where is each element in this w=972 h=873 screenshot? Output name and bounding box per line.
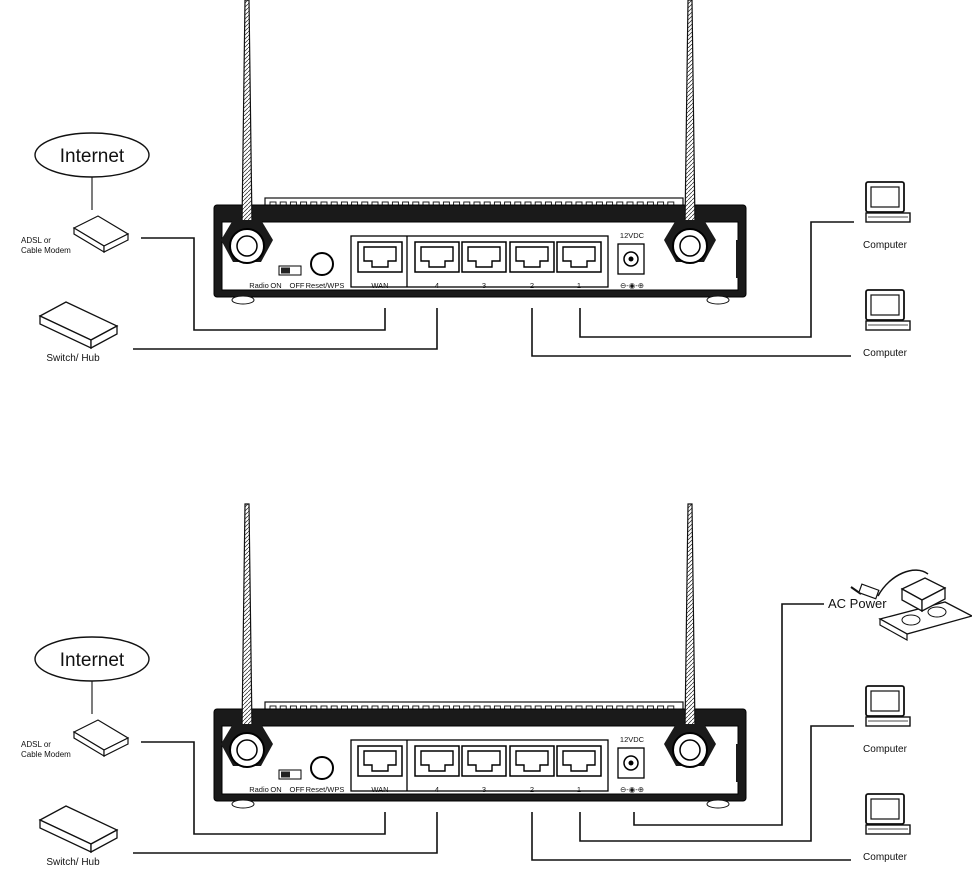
port-label-2: 2 [530, 281, 534, 290]
keyboard [866, 213, 910, 222]
keyboard [866, 717, 910, 726]
router-side-nub [736, 744, 744, 782]
power-rating-label: 12VDC [620, 735, 645, 744]
port-label-4: 4 [435, 281, 439, 290]
port-label-4: 4 [435, 785, 439, 794]
port-label-3: 3 [482, 785, 486, 794]
switch-hub-label: Switch/ Hub [46, 857, 100, 868]
radio-on-label: ON [270, 785, 281, 794]
ethernet-port-2 [510, 746, 554, 776]
radio-on-label: ON [270, 281, 281, 290]
radio-off-label: OFF [290, 785, 305, 794]
port-label-wan: WAN [371, 281, 388, 290]
outlet-socket [928, 607, 946, 617]
modem-label-line2: Cable Modem [21, 750, 71, 759]
ethernet-port-1 [557, 746, 601, 776]
screen [871, 295, 899, 315]
antenna-left [242, 0, 252, 225]
port-label-3: 3 [482, 281, 486, 290]
antenna-mount-inner-left [237, 236, 257, 256]
router-foot [707, 296, 729, 304]
antenna-mount-inner-left [237, 740, 257, 760]
ethernet-port-2 [510, 242, 554, 272]
antenna-right [685, 504, 695, 729]
ethernet-port-wan [358, 242, 402, 272]
outlet-socket [902, 615, 920, 625]
computer-icon-1: Computer [863, 686, 910, 755]
power-rating-label: 12VDC [620, 231, 645, 240]
ethernet-port-1 [557, 242, 601, 272]
cable-switch-to-port-4 [133, 812, 437, 853]
reset-wps-button [311, 253, 333, 275]
modem-label-line1: ADSL or [21, 236, 51, 245]
port-label-wan: WAN [371, 785, 388, 794]
ethernet-port-3 [462, 746, 506, 776]
reset-wps-label: Reset/WPS [306, 281, 345, 290]
cable-switch-to-port-4 [133, 308, 437, 349]
polarity-symbol: ⊖-◉-⊕ [620, 785, 644, 794]
computer-label-2: Computer [863, 852, 908, 863]
port-label-1: 1 [577, 785, 581, 794]
router-foot [707, 800, 729, 808]
power-jack-pin [629, 257, 634, 262]
computer-label-2: Computer [863, 348, 908, 359]
router: RadioON OFFReset/WPS WAN 4 3 2 1 12VDC ⊖-◉-⊕ [214, 504, 746, 808]
antenna-left [242, 504, 252, 729]
keyboard [866, 321, 910, 330]
radio-switch-knob [281, 268, 290, 274]
keyboard [866, 825, 910, 834]
computer-icon-2: Computer [863, 290, 910, 359]
ethernet-port-wan [358, 746, 402, 776]
port-label-2: 2 [530, 785, 534, 794]
computer-icon-1: Computer [863, 182, 910, 251]
antenna-mount-inner-right [680, 236, 700, 256]
screen [871, 187, 899, 207]
computer-label-1: Computer [863, 744, 908, 755]
reset-wps-label: Reset/WPS [306, 785, 345, 794]
antenna-right [685, 0, 695, 225]
screen [871, 799, 899, 819]
internet-label: Internet [60, 650, 125, 671]
computer-label-1: Computer [863, 240, 908, 251]
radio-label: Radio [249, 281, 269, 290]
modem-label-line2: Cable Modem [21, 246, 71, 255]
polarity-symbol: ⊖-◉-⊕ [620, 281, 644, 290]
computer-icon-2: Computer [863, 794, 910, 863]
router-side-nub [736, 240, 744, 278]
router-foot [232, 800, 254, 808]
ethernet-port-4 [415, 242, 459, 272]
internet-label: Internet [60, 146, 125, 167]
router-foot [232, 296, 254, 304]
reset-wps-button [311, 757, 333, 779]
screen [871, 691, 899, 711]
switch-hub-label: Switch/ Hub [46, 353, 100, 364]
modem-label-line1: ADSL or [21, 740, 51, 749]
radio-off-label: OFF [290, 281, 305, 290]
ethernet-port-3 [462, 242, 506, 272]
power-jack-pin [629, 761, 634, 766]
radio-label: Radio [249, 785, 269, 794]
port-label-1: 1 [577, 281, 581, 290]
radio-switch-knob [281, 772, 290, 778]
ac-power-label: AC Power [828, 596, 887, 611]
ethernet-port-4 [415, 746, 459, 776]
antenna-mount-inner-right [680, 740, 700, 760]
